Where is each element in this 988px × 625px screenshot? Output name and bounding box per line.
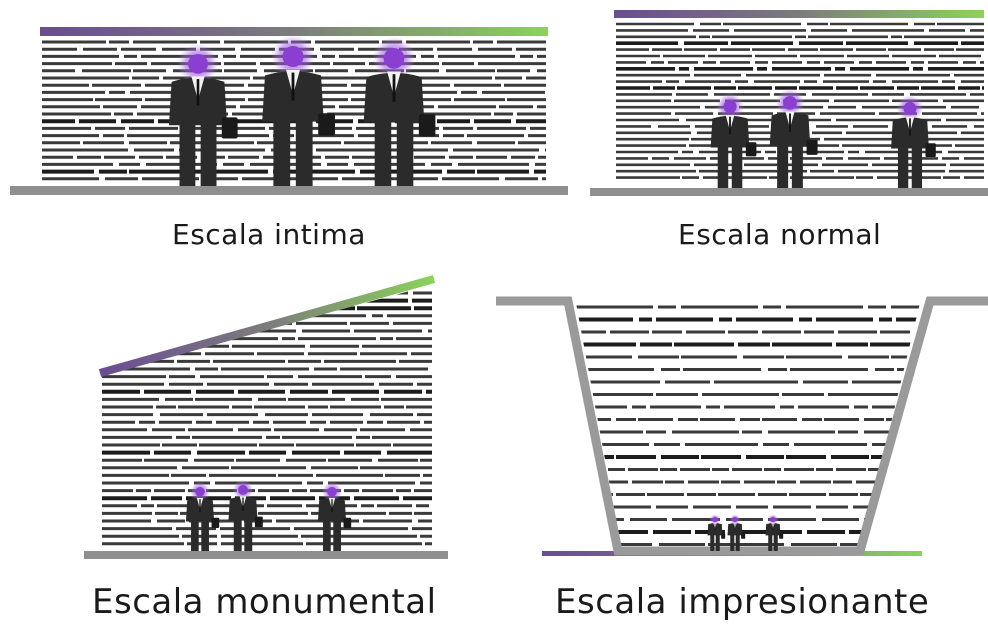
wall-lines xyxy=(102,291,432,546)
ceiling-beam xyxy=(614,10,984,18)
businessman-silhouette-icon xyxy=(363,36,436,186)
escala-intima-illustration xyxy=(10,27,568,195)
escala-impresionante-illustration xyxy=(496,296,988,556)
businessman-silhouette-icon xyxy=(168,43,238,186)
businessman-silhouette-icon xyxy=(317,481,352,551)
caption-escala-monumental: Escala monumental xyxy=(92,582,437,622)
people-group xyxy=(707,514,784,551)
businessman-silhouette-icon xyxy=(228,479,263,551)
wall-lines xyxy=(42,40,546,181)
businessman-silhouette-icon xyxy=(727,514,746,551)
floor-slab xyxy=(84,551,448,559)
escala-normal-illustration xyxy=(590,10,988,196)
businessman-silhouette-icon xyxy=(710,92,757,188)
businessman-silhouette-icon xyxy=(185,481,220,551)
funnel-walls xyxy=(496,296,988,556)
panel-escala-monumental xyxy=(0,265,470,570)
businessman-silhouette-icon xyxy=(765,514,784,551)
wall-lines xyxy=(576,305,920,546)
panel-escala-impresionante xyxy=(490,285,988,570)
ceiling-beam xyxy=(40,27,548,36)
people-group xyxy=(168,34,436,186)
businessman-silhouette-icon xyxy=(262,34,335,186)
escala-monumental-illustration xyxy=(84,275,448,559)
caption-escala-intima: Escala intima xyxy=(172,218,366,251)
businessman-silhouette-icon xyxy=(769,88,818,188)
people-group xyxy=(710,88,936,188)
sloped-roof xyxy=(98,275,436,377)
panel-escala-normal xyxy=(590,0,988,205)
floor-slab xyxy=(10,186,568,195)
panel-escala-intima xyxy=(0,0,588,205)
businessman-silhouette-icon xyxy=(707,514,726,551)
businessman-silhouette-icon xyxy=(891,94,936,188)
caption-escala-normal: Escala normal xyxy=(678,218,882,251)
floor-slab xyxy=(590,188,988,196)
caption-escala-impresionante: Escala impresionante xyxy=(555,582,930,622)
people-group xyxy=(185,479,352,551)
